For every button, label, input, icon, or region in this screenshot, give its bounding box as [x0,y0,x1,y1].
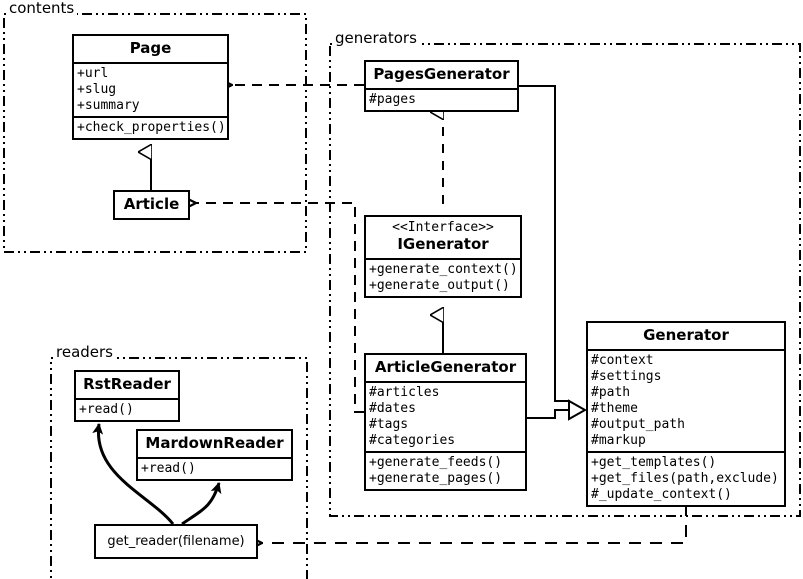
method-item: +generate_context() [369,262,518,277]
method-item: +generate_output() [369,278,510,293]
class-methods-page: +check_properties() [74,116,227,138]
class-box-mardown-reader[interactable]: MardownReader +read() [136,429,293,481]
class-methods-article-generator: +generate_feeds() +generate_pages() [366,451,525,489]
method-item: +generate_pages() [369,471,503,486]
class-methods-rst-reader: +read() [76,398,178,420]
attribute-item: #output_path [591,417,685,432]
attribute-item: #markup [591,433,646,448]
method-item: +get_files(path,exclude) [591,471,779,486]
relation-articlegenerator-inherits-generator [527,399,588,421]
class-methods-mardown-reader: +read() [138,457,291,479]
class-box-igenerator[interactable]: <<Interface>> IGenerator +generate_conte… [364,215,522,298]
attribute-item: #path [591,385,631,400]
class-attributes-generator: #context #settings #path #theme #output_… [588,349,784,451]
class-box-rst-reader[interactable]: RstReader +read() [74,370,180,422]
class-name-generator: Generator [643,326,729,344]
package-label-generators: generators [332,30,420,46]
class-name-rst-reader: RstReader [83,375,171,393]
class-name-pages-generator: PagesGenerator [373,65,510,83]
class-attributes-pages-generator: #pages [366,88,517,110]
class-stereotype-igenerator: <<Interface>> [392,220,494,235]
relation-generator-depends-get_reader [262,504,687,543]
method-item: +read() [79,402,134,417]
function-name-get-reader: get_reader(filename) [107,534,245,549]
attribute-item: #dates [369,401,416,416]
relation-articlegenerator-depends-article [196,203,364,413]
package-label-readers: readers [53,344,116,360]
class-name-mardown-reader: MardownReader [145,434,284,452]
function-box-get-reader[interactable]: get_reader(filename) [94,524,258,559]
class-attributes-article-generator: #articles #dates #tags #categories [366,381,525,451]
attribute-item: #pages [369,92,416,107]
attribute-item: #settings [591,369,662,384]
attribute-item: #tags [369,417,409,432]
class-attributes-page: +url +slug +summary [74,62,227,116]
attribute-item: +url [77,66,109,81]
class-name-article-generator: ArticleGenerator [374,358,517,376]
relation-get_reader-creates-mardownreader [181,482,222,526]
package-label-contents: contents [6,0,78,16]
attribute-item: +slug [77,82,117,97]
method-item: +generate_feeds() [369,455,503,470]
class-name-article: Article [123,195,180,213]
attribute-item: #categories [369,433,456,448]
method-item: +read() [141,461,196,476]
attribute-item: +summary [77,98,140,113]
class-box-pages-generator[interactable]: PagesGenerator #pages [364,60,519,112]
attribute-item: #context [591,353,654,368]
method-item: +check_properties() [77,120,226,135]
class-methods-generator: +get_templates() +get_files(path,exclude… [588,451,784,505]
class-box-article[interactable]: Article [113,190,190,220]
class-methods-igenerator: +generate_context() +generate_output() [366,258,520,296]
class-box-page[interactable]: Page +url +slug +summary +check_properti… [72,34,229,140]
attribute-item: #theme [591,401,638,416]
class-box-article-generator[interactable]: ArticleGenerator #articles #dates #tags … [364,353,527,491]
class-name-page: Page [129,39,172,57]
method-item: +get_templates() [591,455,717,470]
class-box-generator[interactable]: Generator #context #settings #path #them… [586,321,786,507]
class-name-igenerator: IGenerator [397,235,489,253]
attribute-item: #articles [369,385,440,400]
method-item: #_update_context() [591,487,732,502]
